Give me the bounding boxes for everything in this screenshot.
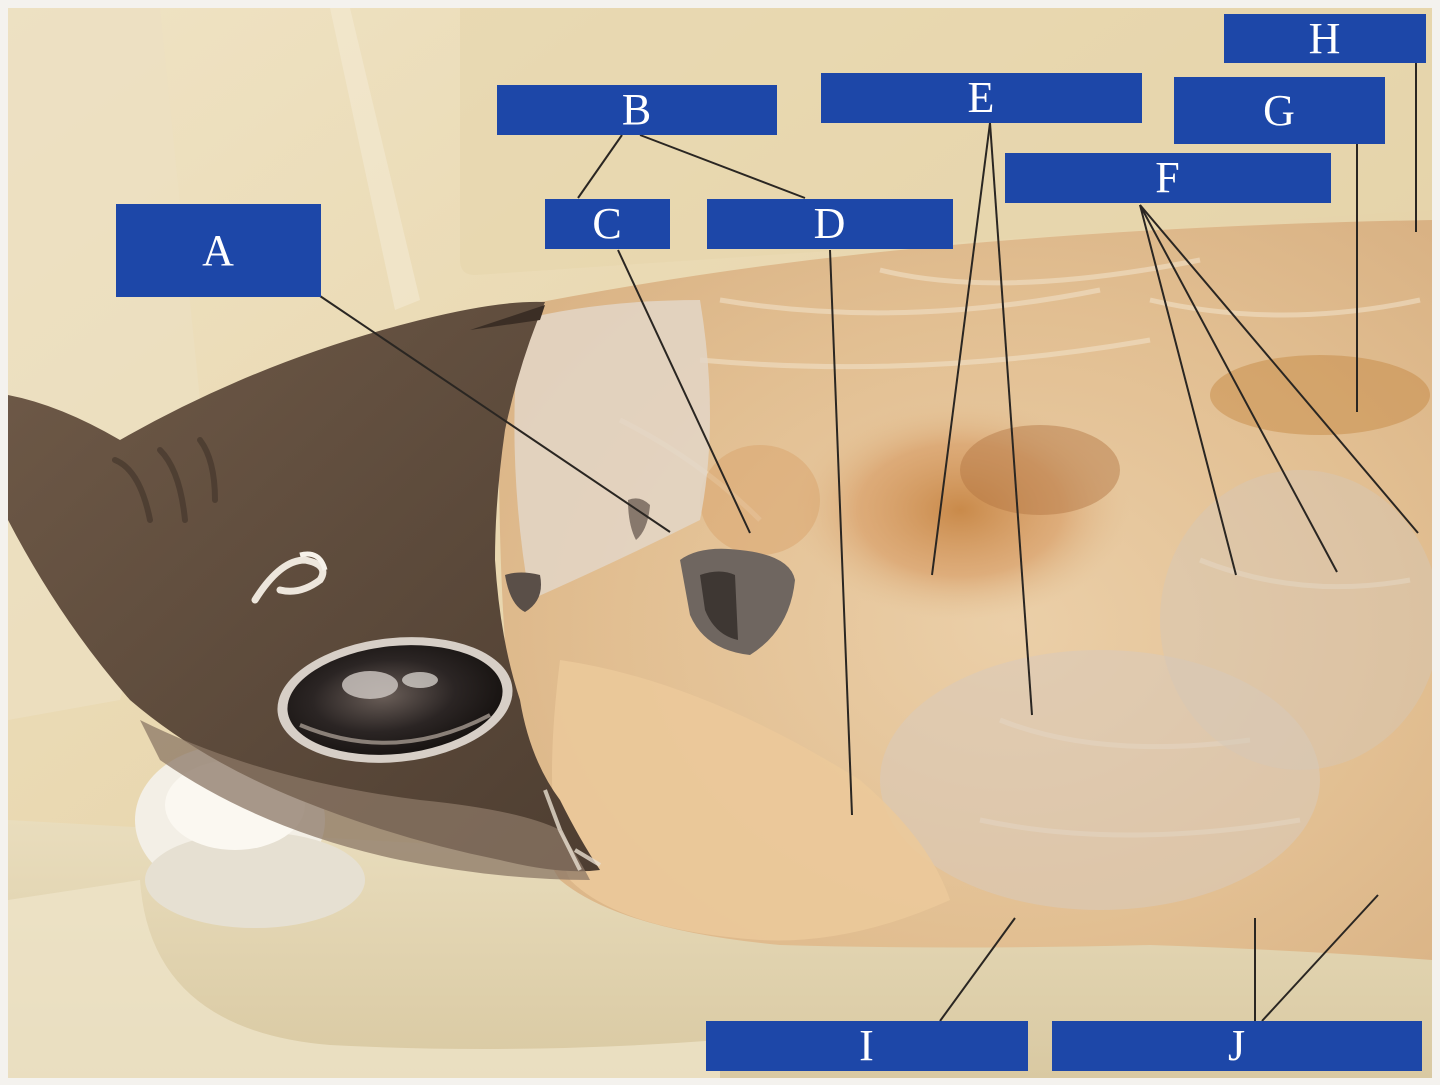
label-e: E	[821, 73, 1142, 123]
label-d: D	[707, 199, 953, 249]
label-h-text: H	[1308, 13, 1342, 63]
label-b-text: B	[621, 85, 653, 134]
label-j: J	[1052, 1021, 1422, 1071]
label-i-text: I	[859, 1021, 875, 1070]
label-f: F	[1005, 153, 1331, 203]
label-a-text: A	[202, 225, 235, 275]
label-c: C	[545, 199, 670, 249]
label-d-text: D	[813, 199, 847, 248]
label-i: I	[706, 1021, 1028, 1071]
label-c-text: C	[592, 199, 623, 248]
label-e-text: E	[967, 73, 996, 122]
label-f-text: F	[1155, 153, 1181, 202]
label-h: H	[1224, 14, 1426, 63]
label-g-text: G	[1263, 85, 1296, 135]
label-b: B	[497, 85, 777, 135]
label-j-text: J	[1227, 1021, 1247, 1070]
label-g: G	[1174, 77, 1385, 144]
label-a: A	[116, 204, 321, 297]
